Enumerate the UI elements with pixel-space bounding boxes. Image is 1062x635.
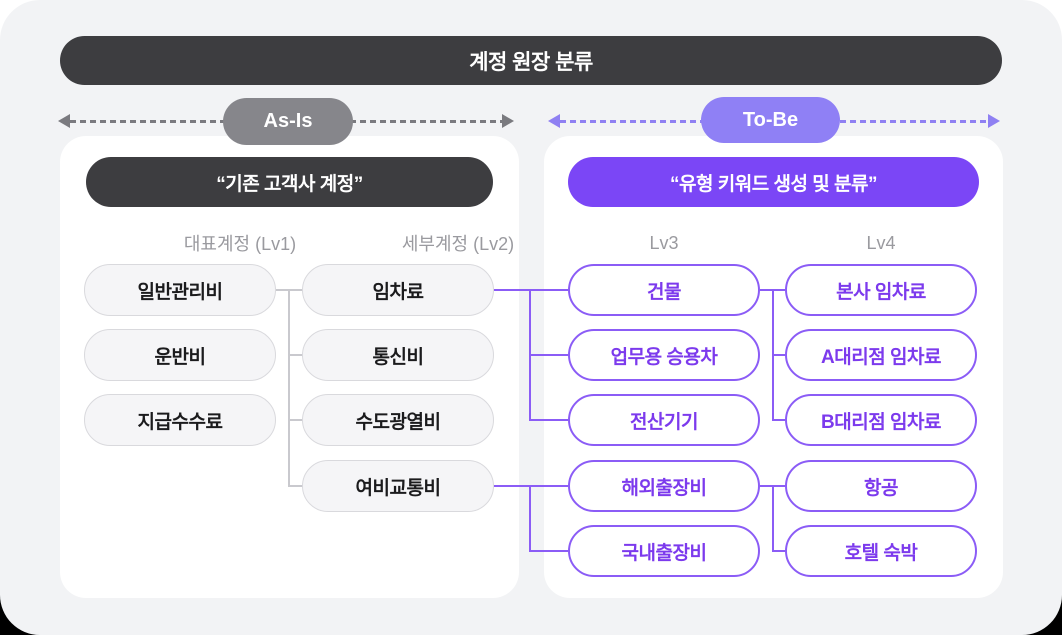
connector-lv2-to-lv3-trunk: [529, 485, 531, 552]
arrow-right-icon: [988, 114, 1000, 128]
asis-lv1-node-2: 지급수수료: [84, 394, 276, 446]
arrow-left-icon: [58, 114, 70, 128]
tobe-header-label: “유형 키워드 생성 및 분류”: [670, 173, 877, 195]
connector-lv2-stub: [288, 419, 303, 421]
asis-lv2-column-label: 세부계정 (Lv2): [401, 234, 515, 254]
connector-lv3-stub: [529, 289, 568, 291]
asis-lv2-node-0: 임차료: [302, 264, 494, 316]
title-bar: 계정 원장 분류: [60, 36, 1002, 85]
connector-lv2-stub: [288, 354, 303, 356]
tobe-lv3-node-3: 해외출장비: [568, 460, 760, 512]
tobe-lv4-column-label: Lv4: [866, 232, 896, 253]
tobe-lv4-node-0: 본사 임차료: [785, 264, 977, 316]
asis-lv1-column-label: 대표계정 (Lv1): [183, 234, 297, 254]
tobe-lv3-node-4: 국내출장비: [568, 525, 760, 577]
asis-header-pill: “기존 고객사 계정”: [86, 157, 493, 207]
asis-panel: “기존 고객사 계정” 대표계정 (Lv1) 세부계정 (Lv2) 일반관리비 …: [60, 136, 519, 598]
connector-lv4-stub: [772, 485, 785, 487]
tobe-lv4-node-2: B대리점 임차료: [785, 394, 977, 446]
asis-lv2-node-3: 여비교통비: [302, 460, 494, 512]
connector-lv3-stub: [529, 354, 568, 356]
asis-lv1-node-1: 운반비: [84, 329, 276, 381]
asis-lv2-node-1: 통신비: [302, 329, 494, 381]
connector-lv4-stub: [772, 289, 785, 291]
tobe-lv3-column-label: Lv3: [649, 232, 679, 253]
connector-lv1-branch: [276, 289, 303, 291]
asis-lv1-node-0: 일반관리비: [84, 264, 276, 316]
connector-lv4-stub: [772, 354, 785, 356]
connector-lv2-to-lv3-branch: [494, 289, 530, 291]
arrow-left-icon: [548, 114, 560, 128]
connector-lv3-branch: [760, 289, 774, 291]
tobe-tag: To-Be: [701, 97, 840, 143]
connector-lv1-trunk: [288, 289, 290, 487]
asis-lv2-node-2: 수도광열비: [302, 394, 494, 446]
tobe-lv4-node-1: A대리점 임차료: [785, 329, 977, 381]
connector-lv3-stub: [529, 485, 568, 487]
tobe-lv3-node-2: 전산기기: [568, 394, 760, 446]
page-title: 계정 원장 분류: [469, 50, 593, 74]
tobe-lv4-node-4: 호텔 숙박: [785, 525, 977, 577]
connector-lv2-to-lv3-branch: [494, 485, 530, 487]
tobe-lv4-node-3: 항공: [785, 460, 977, 512]
tobe-lv3-node-1: 업무용 승용차: [568, 329, 760, 381]
connector-lv3-trunk: [772, 485, 774, 552]
asis-header-label: “기존 고객사 계정”: [216, 173, 363, 195]
connector-lv2-stub: [288, 485, 303, 487]
connector-lv3-stub: [529, 419, 568, 421]
connector-lv3-branch: [760, 485, 774, 487]
asis-tag: As-Is: [223, 98, 353, 145]
connector-lv4-stub: [772, 419, 785, 421]
arrow-right-icon: [502, 114, 514, 128]
tobe-lv3-node-0: 건물: [568, 264, 760, 316]
connector-lv3-stub: [529, 550, 568, 552]
tobe-panel: “유형 키워드 생성 및 분류” Lv3 Lv4 건물 업무용 승용차 전산기기…: [544, 136, 1003, 598]
connector-lv4-stub: [772, 550, 785, 552]
tobe-header-pill: “유형 키워드 생성 및 분류”: [568, 157, 979, 207]
